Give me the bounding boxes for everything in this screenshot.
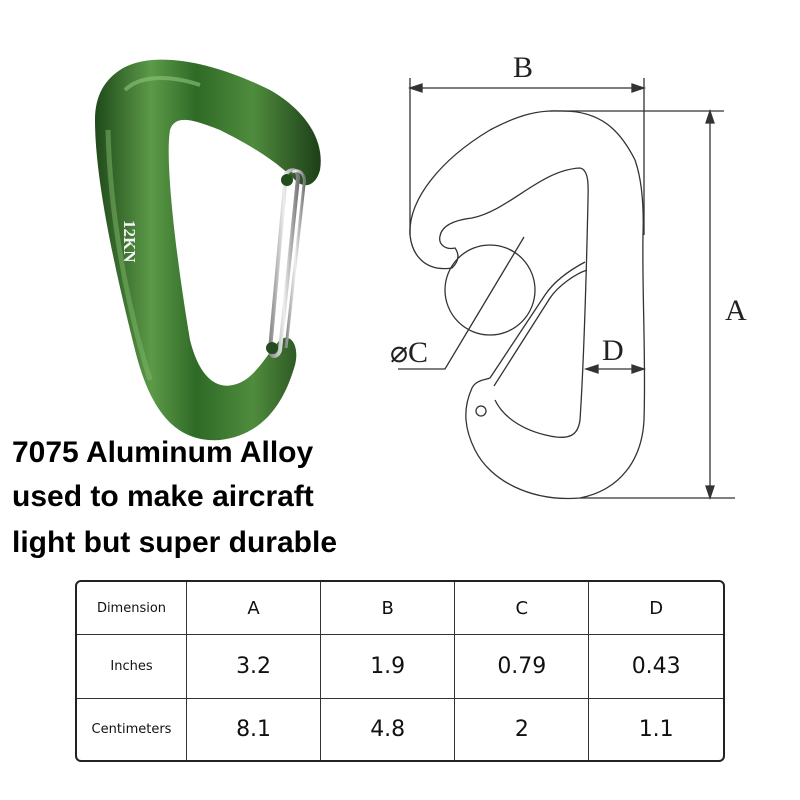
cell-cm-A: 8.1 [185,697,322,760]
cell-inches-C: 0.79 [454,634,590,699]
cell-cm-B: 4.8 [320,697,456,760]
label-D: D [602,334,624,367]
label-B: B [513,51,533,84]
strength-marking: 12KN [120,220,139,263]
header-D: D [588,582,723,636]
carabiner-image: 12KN [95,59,321,441]
dimension-diagram: B A ⌀C D [380,40,800,520]
row-label: Centimeters [77,697,187,760]
caption-benefit: light but super durable [12,526,338,559]
wire-gate [267,168,301,358]
table-row-inches: Inches 3.2 1.9 0.79 0.43 [77,634,723,699]
table-header-row: Dimension A B C D [77,582,723,636]
cell-inches-D: 0.43 [588,634,723,699]
row-label: Inches [77,634,187,699]
header-B: B [320,582,456,636]
cell-inches-B: 1.9 [320,634,456,699]
cell-cm-D: 1.1 [588,697,723,760]
caption-material: 7075 Aluminum Alloy [12,436,314,469]
table-row-centimeters: Centimeters 8.1 4.8 2 1.1 [77,697,723,760]
header-dimension: Dimension [77,582,187,636]
label-A: A [725,294,747,327]
cell-inches-A: 3.2 [185,634,322,699]
caption-usage: used to make aircraft [12,480,314,513]
carabiner-photo: 12KN [80,50,330,450]
label-C: ⌀C [390,336,428,369]
cell-cm-C: 2 [454,697,590,760]
header-C: C [454,582,590,636]
carabiner-body [95,59,321,441]
carabiner-schematic: B A ⌀C D [390,51,747,501]
dimension-table: Dimension A B C D Inches 3.2 1.9 0.79 0.… [75,580,725,762]
header-A: A [185,582,322,636]
